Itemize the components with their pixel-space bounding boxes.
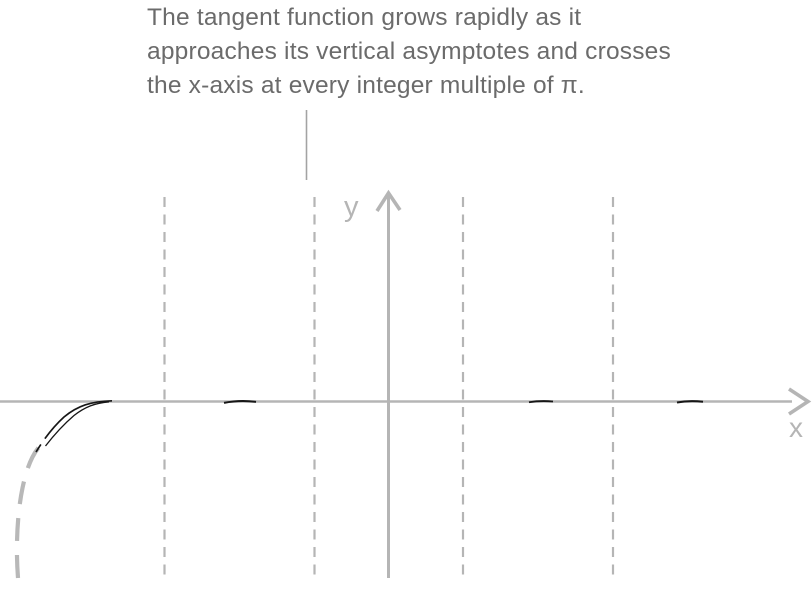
- tangent-curve-steep-segment: [14, 445, 41, 579]
- tangent-curve-doubling-stroke: [44, 401, 110, 447]
- y-axis-arrowhead: [375, 189, 402, 212]
- caption-line-1: The tangent function grows rapidly as it: [147, 4, 582, 31]
- x-axis-arrowhead: [788, 387, 812, 416]
- y-axis-label: y: [344, 191, 359, 223]
- caption: The tangent function grows rapidly as it…: [147, 1, 671, 103]
- x-axis-label: x: [789, 412, 803, 443]
- caption-line-2: approaches its vertical asymptotes and c…: [147, 38, 671, 65]
- caption-line-3: the x-axis at every integer multiple of …: [147, 72, 585, 99]
- axis-crossing-segment-1: [223, 400, 257, 404]
- axis-crossing-segment-3: [676, 400, 704, 404]
- tangent-curve-flat-segment: [35, 399, 113, 453]
- axis-crossing-segment-2: [528, 400, 554, 404]
